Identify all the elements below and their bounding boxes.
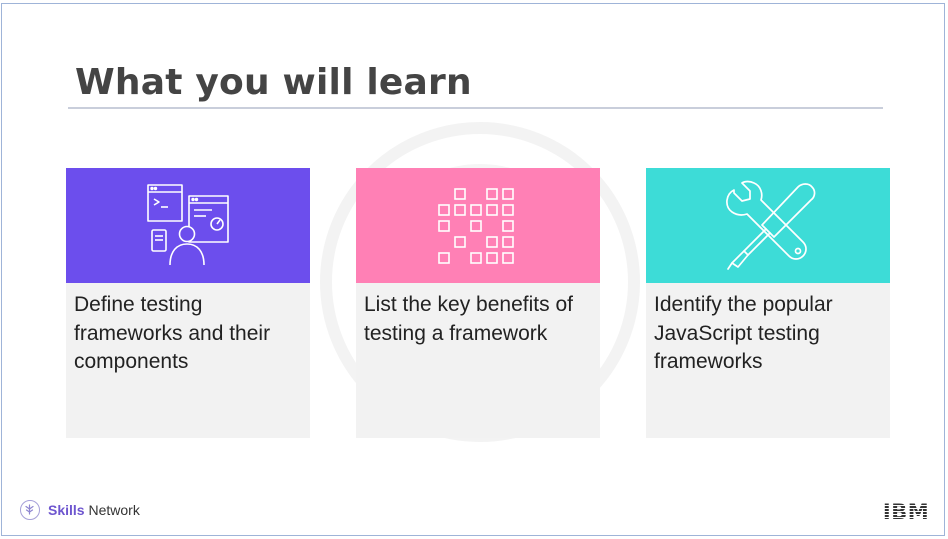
skills-network-brand: Skills Network	[20, 500, 140, 520]
slide-title: What you will learn	[75, 62, 472, 103]
card-text: Define testing frameworks and their comp…	[74, 293, 271, 373]
developer-screens-icon	[147, 184, 229, 266]
skills-network-logo-icon	[20, 500, 40, 520]
ibm-logo: IBM	[883, 500, 929, 522]
card-header	[646, 168, 890, 283]
card-define-frameworks: Define testing frameworks and their comp…	[66, 168, 310, 438]
card-header	[356, 168, 600, 283]
card-text: List the key benefits of testing a frame…	[364, 293, 573, 345]
card-key-benefits: List the key benefits of testing a frame…	[356, 168, 600, 438]
brand-name: Skills Network	[48, 502, 140, 518]
brand-name-rest: Network	[84, 502, 140, 518]
slide: What you will learn	[1, 3, 945, 536]
card-identify-frameworks: Identify the popular JavaScript testing …	[646, 168, 890, 438]
tools-icon	[726, 180, 816, 270]
pixel-grid-icon	[438, 188, 514, 264]
card-text: Identify the popular JavaScript testing …	[654, 293, 833, 373]
card-header	[66, 168, 310, 283]
svg-text:IBM: IBM	[883, 500, 929, 522]
brand-name-bold: Skills	[48, 502, 85, 518]
title-divider	[68, 107, 883, 109]
